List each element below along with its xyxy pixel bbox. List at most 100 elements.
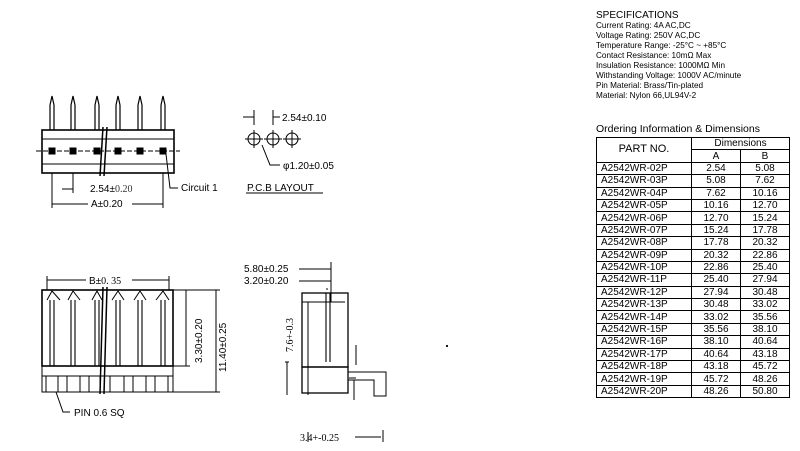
- connector-drawing: 2.54±0.20 A±0.20 Circuit 1 2.54±0.10 φ1.…: [36, 95, 449, 444]
- dim-a-cell: 22.86: [691, 260, 741, 275]
- pcb-layout-title: P.C.B LAYOUT: [247, 183, 314, 194]
- dim-a-cell: 7.62: [691, 186, 741, 200]
- top-view-pin-squares: [48, 147, 167, 155]
- part-no-cell: A2542WR-03P: [596, 174, 692, 188]
- dim-a-cell: 43.18: [691, 360, 741, 374]
- dim-b-cell: 33.02: [740, 298, 790, 312]
- dim-a-cell: 25.40: [691, 273, 741, 287]
- ordering-title: Ordering Information & Dimensions: [596, 123, 760, 135]
- dim-b-cell: 45.72: [740, 360, 790, 374]
- top-view-pins: [49, 95, 166, 130]
- front-height-label: 3.30±0.20: [194, 318, 205, 363]
- dim-b-cell: 12.70: [740, 198, 790, 213]
- dim-b-cell: 25.40: [740, 260, 790, 275]
- part-no-cell: A2542WR-14P: [596, 310, 692, 324]
- dim-b-cell: 10.16: [740, 186, 790, 200]
- dim-a-cell: 30.48: [691, 298, 741, 312]
- header-dimensions: Dimensions: [691, 136, 790, 151]
- part-no-cell: A2542WR-19P: [596, 372, 692, 386]
- pcb-hole-label: φ1.20±0.05: [283, 161, 334, 172]
- spec-line: Pin Material: Brass/Tin-plated: [596, 81, 704, 90]
- specifications: SPECIFICATIONS Current Rating: 4A AC,DC …: [596, 10, 741, 101]
- top-pitch-label: 2.54±0.20: [90, 184, 132, 195]
- part-no-cell: A2542WR-12P: [596, 285, 692, 300]
- dim-a-cell: 40.64: [691, 347, 741, 362]
- dim-b-cell: 30.48: [740, 285, 790, 300]
- dim-a-cell: 15.24: [691, 223, 741, 238]
- part-no-cell: A2542WR-11P: [596, 273, 692, 287]
- side-dim2-label: 3.20±0.20: [244, 276, 289, 287]
- dim-a-cell: 5.08: [691, 174, 741, 188]
- part-no-cell: A2542WR-16P: [596, 335, 692, 349]
- part-no-cell: A2542WR-05P: [596, 198, 692, 213]
- dim-b-cell: 17.78: [740, 223, 790, 238]
- dim-b-cell: 40.64: [740, 335, 790, 349]
- spec-line: Temperature Range: -25°C ~ +85°C: [596, 41, 727, 50]
- pin-label: PIN 0.6 SQ: [74, 408, 125, 419]
- part-no-cell: A2542WR-15P: [596, 322, 692, 337]
- spec-line: Withstanding Voltage: 1000V AC/minute: [596, 71, 742, 80]
- dim-b-cell: 43.18: [740, 347, 790, 362]
- header-part-no: PART NO.: [596, 137, 692, 163]
- header-a: A: [691, 149, 741, 163]
- part-no-cell: A2542WR-20P: [596, 384, 692, 399]
- part-no-cell: A2542WR-02P: [596, 161, 692, 176]
- dim-b-cell: 48.26: [740, 372, 790, 386]
- side-vertical-label: 7.6+-0.3: [285, 318, 296, 352]
- dim-b-cell: 5.08: [740, 161, 790, 176]
- part-no-cell: A2542WR-17P: [596, 347, 692, 362]
- dim-a-cell: 17.78: [691, 236, 741, 250]
- dim-b-cell: 7.62: [740, 174, 790, 188]
- side-bottom-label: 3.4+-0.25: [300, 433, 339, 444]
- top-a-label: A±0.20: [91, 199, 123, 210]
- part-no-cell: A2542WR-09P: [596, 248, 692, 262]
- dim-a-cell: 27.94: [691, 285, 741, 300]
- spec-line: Voltage Rating: 250V AC,DC: [596, 31, 701, 40]
- dim-a-cell: 38.10: [691, 335, 741, 349]
- pcb-holes: [245, 130, 301, 148]
- side-view: [285, 262, 387, 442]
- top-view: [36, 95, 180, 208]
- part-no-cell: A2542WR-07P: [596, 223, 692, 238]
- dim-a-cell: 12.70: [691, 211, 741, 225]
- dim-a-cell: 35.56: [691, 322, 741, 337]
- dim-b-cell: 20.32: [740, 236, 790, 250]
- part-no-cell: A2542WR-18P: [596, 360, 692, 374]
- dim-a-cell: 20.32: [691, 248, 741, 262]
- side-dim1-label: 5.80±0.25: [244, 264, 289, 275]
- dim-b-cell: 27.94: [740, 273, 790, 287]
- circuit-label: Circuit 1: [181, 183, 218, 194]
- dim-a-cell: 10.16: [691, 198, 741, 213]
- dim-b-cell: 35.56: [740, 310, 790, 324]
- part-no-cell: A2542WR-13P: [596, 298, 692, 312]
- front-total-label: 11.40±0.25: [218, 322, 229, 372]
- part-no-cell: A2542WR-10P: [596, 260, 692, 275]
- dim-b-cell: 38.10: [740, 322, 790, 337]
- dim-a-cell: 45.72: [691, 372, 741, 386]
- front-b-label: B±0. 35: [89, 276, 121, 287]
- dim-b-cell: 22.86: [740, 248, 790, 262]
- pcb-layout: [243, 110, 323, 194]
- spec-line: Insulation Resistance: 1000MΩ Min: [596, 61, 725, 70]
- dim-a-cell: 33.02: [691, 310, 741, 324]
- spec-line: Material: Nylon 66,UL94V-2: [596, 91, 697, 100]
- specifications-title: SPECIFICATIONS: [596, 10, 679, 21]
- spec-line: Current Rating: 4A AC,DC: [596, 21, 691, 30]
- dim-a-cell: 48.26: [691, 384, 741, 399]
